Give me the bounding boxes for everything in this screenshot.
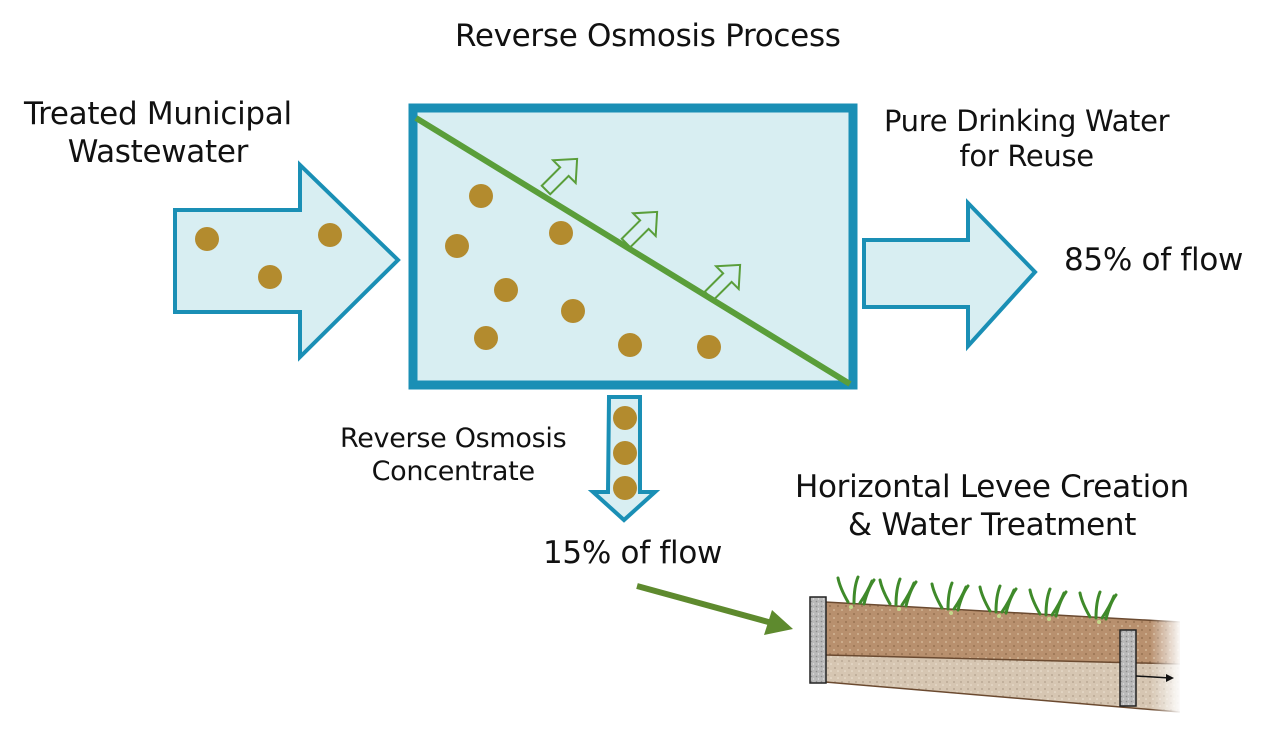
- inflow-label-line2: Wastewater: [67, 133, 249, 170]
- particle: [618, 333, 642, 357]
- levee-label-line1: Horizontal Levee Creation: [795, 469, 1189, 505]
- permeate-arrow: [620, 210, 659, 249]
- particle: [613, 406, 637, 430]
- outflow-percent: 85% of flow: [1064, 242, 1244, 278]
- inflow-arrow: [173, 160, 401, 362]
- inflow-label-line1: Treated Municipal: [24, 96, 292, 132]
- particle: [195, 227, 219, 251]
- levee-label-line2: & Water Treatment: [847, 506, 1137, 543]
- membrane-line: [414, 115, 852, 387]
- particle: [258, 265, 282, 289]
- particle: [318, 223, 342, 247]
- particle: [697, 335, 721, 359]
- diagram-title: Reverse Osmosis Process: [455, 18, 841, 54]
- particle: [613, 441, 637, 465]
- permeate-arrow: [703, 263, 742, 302]
- concentrate-label-line2: Concentrate: [371, 455, 535, 487]
- particle: [469, 184, 493, 208]
- concentrate-percent: 15% of flow: [543, 535, 723, 571]
- outflow-arrow: [862, 198, 1038, 352]
- outflow-label: Pure Drinking Water for Reuse: [884, 104, 1170, 175]
- particle: [474, 326, 498, 350]
- outflow-label-line2: for Reuse: [959, 139, 1094, 174]
- flow-to-levee-arrow: [636, 583, 793, 635]
- outflow-label-line1: Pure Drinking Water: [884, 104, 1170, 138]
- permeate-arrow: [540, 157, 579, 196]
- levee-label: Horizontal Levee Creation & Water Treatm…: [795, 469, 1189, 545]
- concentrate-label-line1: Reverse Osmosis: [340, 423, 567, 454]
- particle: [445, 234, 469, 258]
- particle: [494, 278, 518, 302]
- particle: [613, 476, 637, 500]
- particle: [549, 221, 573, 245]
- concentrate-label: Reverse Osmosis Concentrate: [340, 423, 567, 489]
- inflow-label: Treated Municipal Wastewater: [24, 96, 292, 172]
- horizontal-levee-illustration: [809, 575, 1182, 715]
- particle: [561, 299, 585, 323]
